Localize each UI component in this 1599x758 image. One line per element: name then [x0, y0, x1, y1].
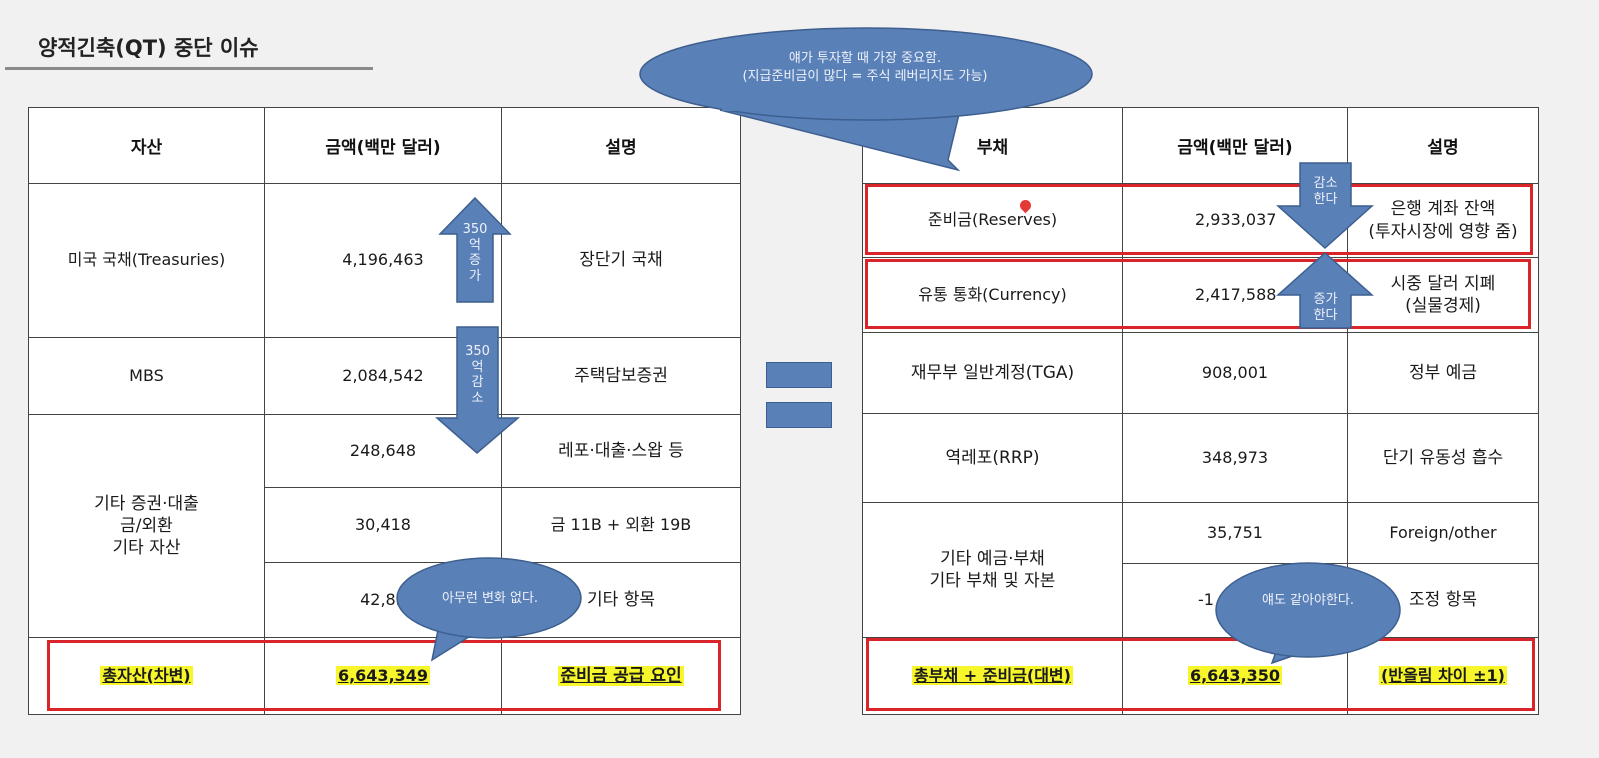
liability-desc: 단기 유동성 흡수: [1347, 413, 1539, 503]
liability-name: 재무부 일반계정(TGA): [862, 332, 1123, 414]
label-line: 감소: [1313, 176, 1338, 191]
label-line: 억: [471, 359, 484, 375]
label-line: 소: [471, 390, 484, 406]
total-name-cell: 총자산(차변): [28, 637, 265, 715]
title-underline: [5, 67, 373, 70]
asset-name: 미국 국채(Treasuries): [28, 183, 265, 338]
total-desc: 준비금 공급 요인: [558, 665, 684, 686]
liability-desc: 시중 달러 지폐(실물경제): [1347, 257, 1539, 333]
label-line: 가: [469, 268, 481, 284]
equals-sign-bottom: [766, 402, 832, 428]
total-name-cell: 총부채 + 준비금(대변): [862, 637, 1123, 715]
header-liability: 부채: [862, 107, 1123, 184]
liability-amount: 348,973: [1122, 413, 1348, 503]
total-amount: 6,643,349: [335, 665, 431, 685]
liability-name: 준비금(Reserves): [862, 183, 1123, 258]
bubble-line: (지급준비금이 많다 = 주식 레버리지도 가능): [742, 68, 988, 84]
label-line: 350: [462, 222, 488, 237]
total-amount-cell: 6,643,349: [264, 637, 502, 715]
asset-amount: 30,418: [264, 487, 502, 563]
top-bubble-text: 얘가 투자할 때 가장 중요함. (지급준비금이 많다 = 주식 레버리지도 가…: [650, 50, 1080, 85]
label-line: 한다: [1313, 191, 1338, 207]
desc-line: 시중 달러 지폐: [1390, 273, 1496, 294]
other-line: 기타 자산: [112, 538, 181, 559]
other-line: 금/외환: [120, 515, 173, 536]
total-name: 총자산(차변): [100, 665, 193, 685]
other-line: 기타 부채 및 자본: [929, 571, 1056, 591]
label-line: 증: [469, 253, 481, 269]
total-desc-cell: 준비금 공급 요인: [501, 637, 741, 715]
liabilities-total-highlight: [866, 638, 1535, 711]
asset-name: MBS: [28, 337, 265, 415]
header-amount: 금액(백만 달러): [264, 107, 502, 184]
bubble-line: 얘가 투자할 때 가장 중요함.: [788, 51, 942, 66]
desc-line: 은행 계좌 잔액: [1390, 199, 1496, 220]
left-bubble-text: 아무런 변화 없다.: [441, 591, 539, 606]
equals-sign-top: [766, 362, 832, 388]
desc-line: (실물경제): [1405, 296, 1481, 316]
liability-desc: Foreign/other: [1347, 502, 1539, 564]
asset-desc: 주택담보증권: [501, 337, 741, 415]
page-title: 양적긴축(QT) 중단 이슈: [38, 36, 259, 60]
reserves-highlight: [865, 184, 1533, 255]
liability-amount: 35,751: [1122, 502, 1348, 564]
liability-amount: 908,001: [1122, 332, 1348, 414]
header-desc: 설명: [501, 107, 741, 184]
label-line: 증가: [1313, 292, 1338, 307]
label-line: 감: [471, 375, 484, 391]
label-line: 350: [465, 344, 490, 359]
asset-desc: 금 11B + 외환 19B: [501, 487, 741, 563]
desc-line: (투자시장에 영향 줌): [1368, 221, 1518, 242]
header-desc: 설명: [1347, 107, 1539, 184]
currency-highlight: [865, 259, 1531, 329]
total-amount: 6,643,350: [1187, 665, 1283, 685]
asset-desc: 레포·대출·스왑 등: [501, 414, 741, 488]
total-name: 총부채 + 준비금(대변): [912, 665, 1073, 685]
assets-total-highlight: [47, 640, 721, 711]
liability-desc: 은행 계좌 잔액(투자시장에 영향 줌): [1347, 183, 1539, 258]
other-line: 기타 예금·부채: [940, 548, 1045, 569]
label-line: 한다: [1313, 307, 1338, 323]
right-bubble-text: 얘도 같아야한다.: [1262, 593, 1354, 608]
label-line: 억: [469, 237, 481, 253]
other-line: 기타 증권·대출: [94, 493, 199, 514]
total-desc: (반올림 차이 ±1): [1379, 665, 1507, 685]
total-row: 총자산(차변) 6,643,349 준비금 공급 요인: [28, 637, 741, 715]
header-amount: 금액(백만 달러): [1122, 107, 1348, 184]
liability-name: 역레포(RRP): [862, 413, 1123, 503]
total-row: 총부채 + 준비금(대변) 6,643,350 (반올림 차이 ±1): [862, 637, 1539, 715]
header-asset: 자산: [28, 107, 265, 184]
asset-desc: 장단기 국채: [501, 183, 741, 338]
asset-amount: 248,648: [264, 414, 502, 488]
liability-desc: 정부 예금: [1347, 332, 1539, 414]
